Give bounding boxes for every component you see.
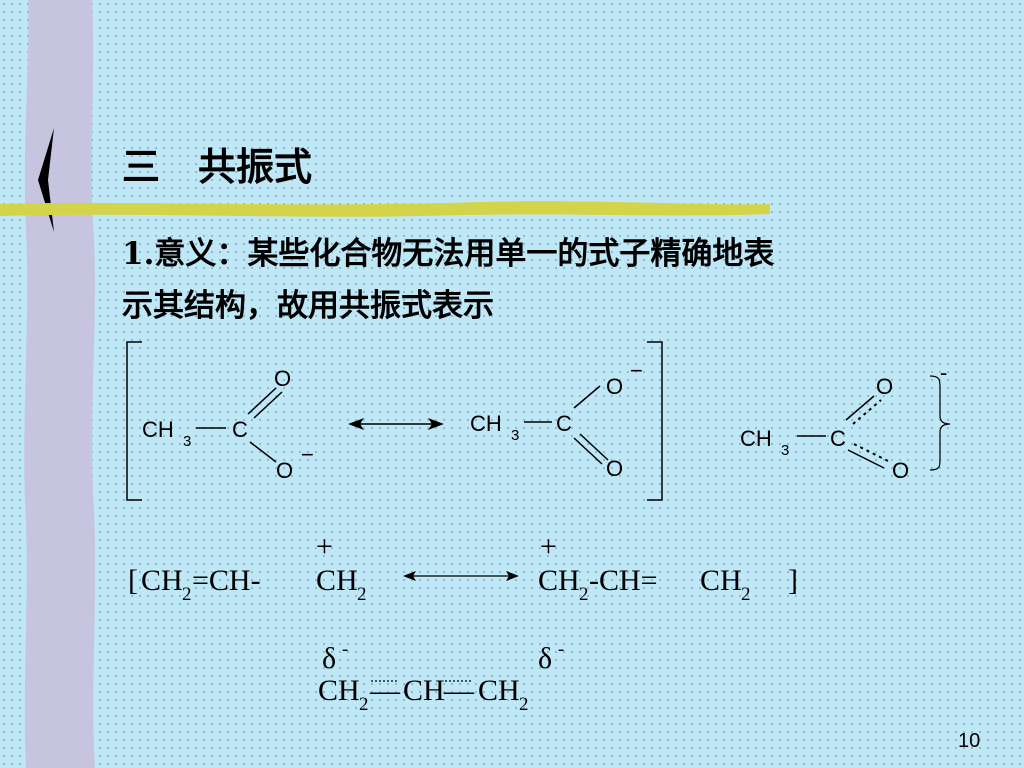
- formula-ch: CH: [141, 564, 183, 597]
- curly-brace: [929, 375, 951, 471]
- plus-charge: +: [540, 530, 557, 563]
- atom-ch: CH: [470, 411, 502, 436]
- page-number: 10: [958, 730, 981, 752]
- acetate-structure-1: CH 3 C O O −: [142, 366, 314, 483]
- close-bracket: ]: [788, 564, 798, 597]
- atom-o: O: [276, 458, 293, 483]
- minus-charge: −: [301, 442, 314, 467]
- bond-line: —: [443, 674, 475, 707]
- subscript-2: 2: [359, 694, 369, 715]
- plus-charge: +: [316, 530, 333, 563]
- subscript-3: 3: [183, 433, 191, 450]
- point-number: 1.: [122, 236, 155, 272]
- point-text-line1: 意义：某些化合物无法用单一的式子精确地表: [154, 236, 775, 272]
- open-bracket: [: [128, 564, 138, 597]
- subscript-2: 2: [579, 584, 589, 605]
- subscript-3: 3: [511, 427, 519, 444]
- minus-charge: −: [630, 358, 643, 383]
- point-text-line2: 示其结构，故用共振式表示: [122, 288, 494, 324]
- atom-c: C: [556, 411, 572, 436]
- formula-ch: CH: [538, 564, 580, 597]
- allyl-hybrid: δ - δ - CH 2 — CH — CH 2: [318, 639, 564, 715]
- formula-ch: CH: [316, 564, 358, 597]
- formula-eq-ch: =CH-: [192, 564, 261, 597]
- point-paragraph: 1.意义：某些化合物无法用单一的式子精确地表 示其结构，故用共振式表示: [122, 228, 962, 332]
- delta-symbol: δ: [322, 642, 336, 675]
- subscript-2: 2: [182, 584, 192, 605]
- subscript-2: 2: [519, 694, 529, 715]
- delta-symbol: δ: [538, 642, 552, 675]
- resonance-arrow: [348, 418, 444, 430]
- subscript-3: 3: [781, 442, 789, 459]
- atom-ch: CH: [740, 426, 772, 451]
- title-underline: [0, 201, 770, 217]
- acetate-hybrid: CH 3 C O O -: [740, 360, 951, 483]
- formula-ch: CH: [478, 674, 520, 707]
- atom-c: C: [232, 417, 248, 442]
- hybrid-minus-charge: -: [940, 360, 947, 385]
- formula-ch: CH: [403, 674, 445, 707]
- allyl-cation-resonance: [ CH 2 =CH- CH 2 + CH 2 + -CH= CH 2 ]: [128, 530, 798, 605]
- formula-ch-eq: -CH=: [589, 564, 658, 597]
- atom-o: O: [876, 374, 893, 399]
- atom-ch: CH: [142, 417, 174, 442]
- atom-o: O: [606, 374, 623, 399]
- atom-o: O: [892, 458, 909, 483]
- bond-line: —: [369, 674, 401, 707]
- left-square-bracket: [126, 341, 142, 501]
- formula-ch: CH: [700, 564, 742, 597]
- atom-o: O: [274, 366, 291, 391]
- slide-title: 三 共振式: [122, 145, 313, 189]
- delta-charge: -: [342, 639, 348, 660]
- formula-ch: CH: [318, 674, 360, 707]
- subscript-2: 2: [357, 584, 367, 605]
- delta-charge: -: [558, 639, 564, 660]
- atom-o: O: [606, 456, 623, 481]
- subscript-2: 2: [741, 584, 751, 605]
- acetate-structure-2: CH 3 C O − O: [470, 358, 643, 481]
- atom-c: C: [830, 426, 846, 451]
- right-square-bracket: [647, 341, 663, 501]
